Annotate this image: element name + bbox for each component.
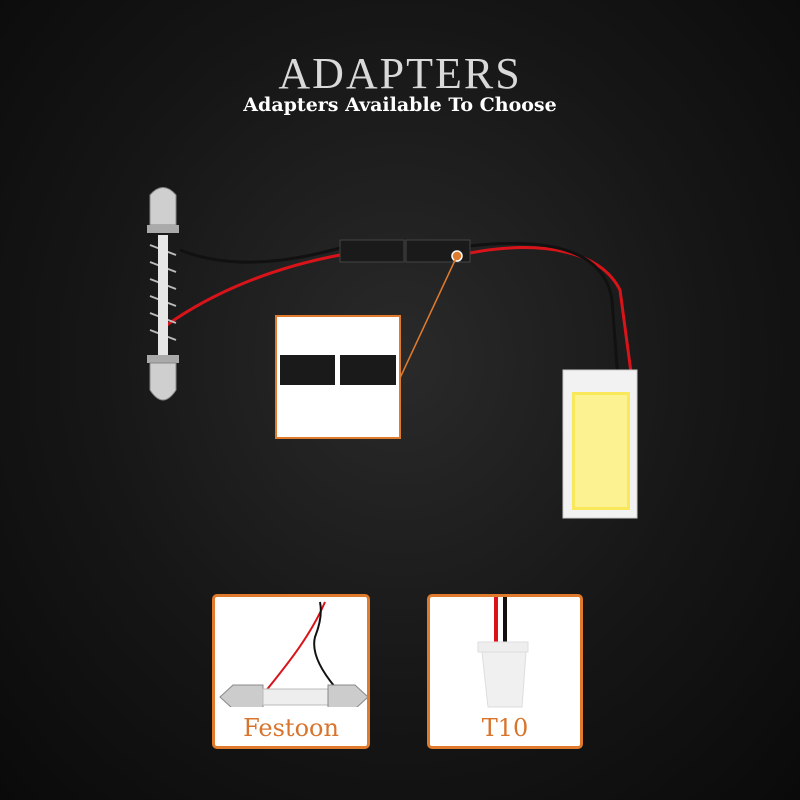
page-subtitle: Adapters Available To Choose [243, 94, 557, 116]
adapter-label-t10: T10 [481, 714, 529, 742]
adapter-card-t10: T10 [427, 594, 583, 749]
festoon-icon [219, 601, 367, 707]
t10-socket-icon [477, 597, 529, 708]
adapter-label-festoon: Festoon [243, 714, 339, 742]
adapter-card-festoon: Festoon [212, 594, 370, 749]
connector [339, 239, 471, 379]
wire-black [179, 241, 620, 381]
cob-led-panel [562, 369, 638, 519]
festoon-bulb [147, 187, 179, 401]
wire-red [159, 246, 634, 381]
page-title: ADAPTERS [278, 49, 522, 98]
